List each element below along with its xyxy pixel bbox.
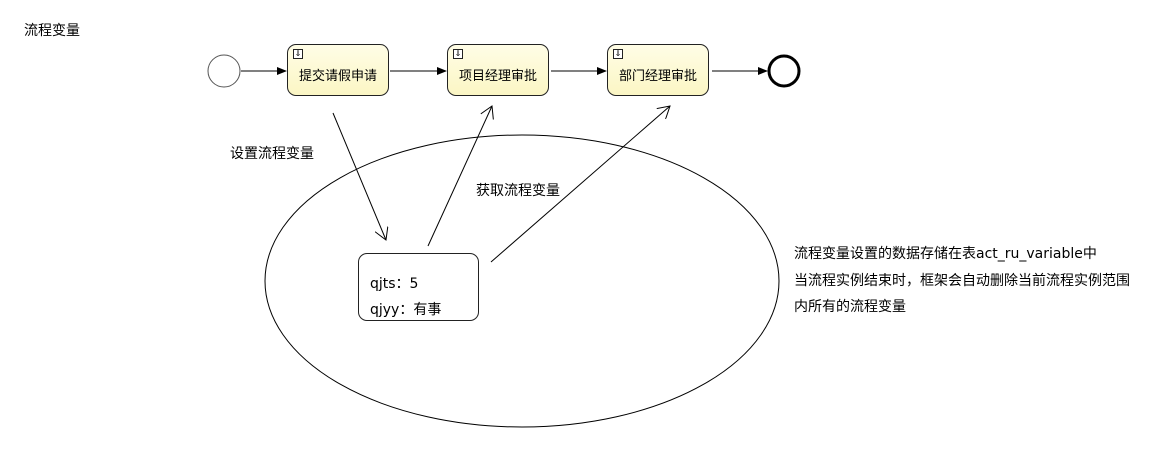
task-marker-icon: ⇓	[293, 49, 303, 59]
task-marker-icon: ⇓	[613, 49, 623, 59]
task-department-manager-approve[interactable]: ⇓ 部门经理审批	[607, 44, 709, 96]
task-label: 项目经理审批	[458, 69, 537, 84]
variable-scope-ellipse	[264, 134, 780, 428]
set-variable-arrow	[332, 112, 386, 240]
task-marker-icon: ⇓	[453, 49, 463, 59]
task-label: 部门经理审批	[618, 69, 697, 84]
note-line-3: 内所有的流程变量	[794, 299, 906, 315]
task-project-manager-approve[interactable]: ⇓ 项目经理审批	[447, 44, 549, 96]
set-variable-label: 设置流程变量	[230, 146, 314, 162]
variable-qjts: qjts：5	[370, 276, 419, 292]
note-line-1: 流程变量设置的数据存储在表act_ru_variable中	[794, 246, 1097, 262]
note-line-2: 当流程实例结束时，框架会自动删除当前流程实例范围	[794, 273, 1130, 289]
variable-qjyy: qjyy：有事	[370, 302, 442, 318]
get-variable-arrow-dm	[490, 106, 670, 263]
task-submit-leave[interactable]: ⇓ 提交请假申请	[287, 44, 389, 96]
variable-box: qjts：5 qjyy：有事	[358, 253, 479, 321]
get-variable-arrow-pm	[427, 106, 492, 247]
start-event[interactable]	[207, 54, 241, 88]
diagram-title: 流程变量	[24, 23, 80, 39]
task-label: 提交请假申请	[298, 69, 377, 84]
end-event[interactable]	[767, 54, 801, 88]
get-variable-label: 获取流程变量	[476, 183, 560, 199]
